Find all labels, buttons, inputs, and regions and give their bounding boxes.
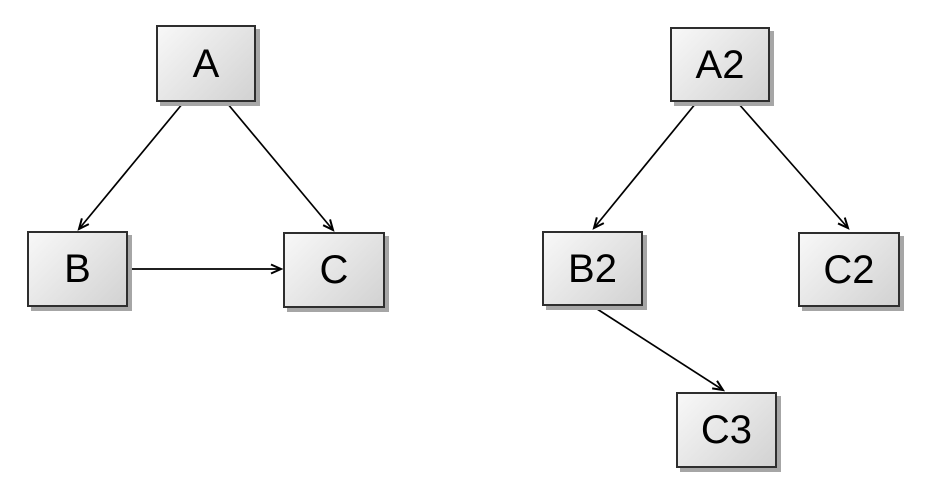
node-label: C3 bbox=[700, 408, 753, 452]
node-A2[interactable]: A2 bbox=[670, 27, 770, 102]
node-label: A2 bbox=[695, 42, 745, 87]
node-label: A bbox=[192, 41, 220, 86]
edge-A-B bbox=[77, 102, 184, 231]
node-label: B bbox=[64, 247, 91, 291]
node-label: B2 bbox=[568, 246, 617, 291]
node-B[interactable]: B bbox=[27, 231, 128, 307]
node-C[interactable]: C bbox=[283, 232, 385, 308]
edge-B2-C3 bbox=[593, 306, 726, 392]
node-label: C bbox=[319, 248, 349, 292]
node-label: C2 bbox=[823, 247, 875, 292]
edge-A2-C2 bbox=[737, 102, 850, 230]
node-B2[interactable]: B2 bbox=[542, 231, 643, 306]
node-C3[interactable]: C3 bbox=[676, 392, 777, 468]
edge-A2-B2 bbox=[592, 102, 697, 230]
edge-A-C bbox=[226, 102, 335, 232]
node-C2[interactable]: C2 bbox=[798, 232, 900, 307]
node-A[interactable]: A bbox=[156, 25, 256, 102]
